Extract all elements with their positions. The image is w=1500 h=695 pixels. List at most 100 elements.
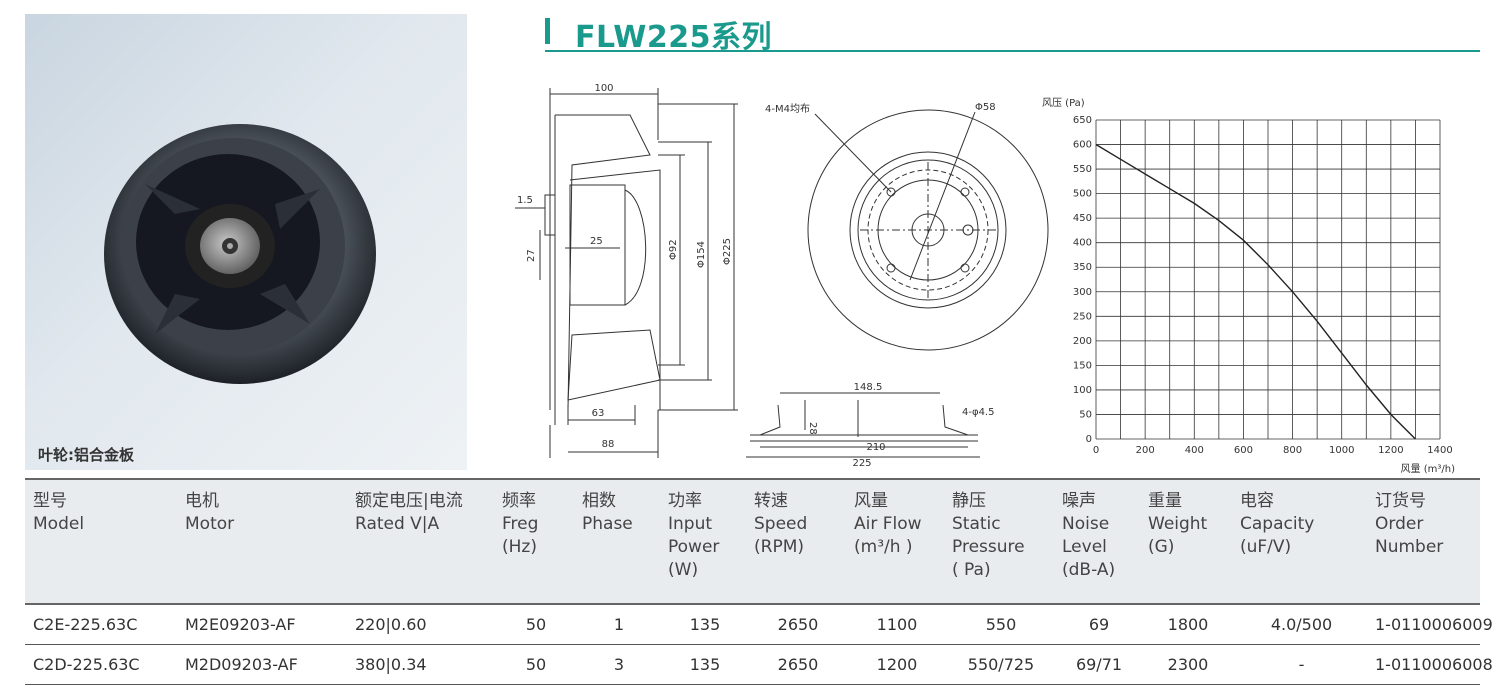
chart-y-tick-label: 600 xyxy=(1073,140,1092,151)
table-header-line: Noise xyxy=(1062,514,1110,534)
table-cell: 135 xyxy=(689,614,721,634)
chart-y-tick-label: 550 xyxy=(1073,164,1092,175)
table-header-cell: 风量 Air Flow (m³/h ) xyxy=(846,479,944,604)
table-cell: 4.0/500 xyxy=(1270,614,1333,634)
page-title: FLW225系列 xyxy=(575,20,772,55)
chart-y-tick-label: 650 xyxy=(1073,115,1092,126)
table-cell: C2D-225.63C xyxy=(33,654,140,674)
dim-flange-225: 225 xyxy=(852,458,871,469)
chart-y-tick-label: 450 xyxy=(1073,213,1092,224)
flange-profile-drawing: 148.5 28 4-φ4.5 210 225 xyxy=(746,382,994,469)
table-cell: M2D09203-AF xyxy=(185,654,298,674)
chart-y-tick-label: 500 xyxy=(1073,189,1092,200)
chart-grid xyxy=(1095,119,1441,440)
dim-diameter-92: Φ92 xyxy=(668,239,679,260)
table-cell: 550 xyxy=(985,614,1017,634)
table-header-line: Rated V|A xyxy=(355,514,440,534)
table-header-line: Static xyxy=(952,514,1001,534)
table-cell: M2E09203-AF xyxy=(185,614,296,634)
table-cell: 50 xyxy=(525,654,547,674)
chart-y-axis-label: 风压 (Pa) xyxy=(1042,97,1085,109)
chart-x-tick-label: 1400 xyxy=(1427,445,1452,456)
table-header-line: Level xyxy=(1062,537,1107,557)
chart-y-tick-label: 100 xyxy=(1073,385,1092,396)
table-header-line: Air Flow xyxy=(854,514,922,534)
fan-impeller-image xyxy=(104,124,376,384)
dim-hub-27: 27 xyxy=(526,249,537,262)
hub-diameter-label: Φ58 xyxy=(975,102,996,113)
table-header-line: 电机 xyxy=(185,491,219,511)
dim-diameter-154: Φ154 xyxy=(696,241,707,268)
table-header-cell: 转速 Speed (RPM) xyxy=(746,479,846,604)
table-header-line: (m³/h ) xyxy=(854,537,913,557)
table-header-line: 静压 xyxy=(952,491,986,511)
table-cell: 2300 xyxy=(1167,654,1209,674)
title-divider xyxy=(545,50,1480,52)
table-header-cell: 电机 Motor xyxy=(177,479,347,604)
table-cell: 3 xyxy=(613,654,625,674)
table-cell: 550/725 xyxy=(967,654,1035,674)
table-header-line: 功率 xyxy=(668,491,702,511)
table-header-line: Freg xyxy=(502,514,539,534)
table-cell: 2650 xyxy=(777,654,819,674)
table-header-line: (RPM) xyxy=(754,537,804,557)
table-cell: 380|0.34 xyxy=(355,654,427,674)
title-accent-bar xyxy=(545,18,550,44)
table-cell: 1-0110006009 xyxy=(1375,614,1493,634)
table-cell: - xyxy=(1298,654,1305,674)
table-cell: 1 xyxy=(613,614,625,634)
chart-series-line xyxy=(1095,143,1416,440)
dim-flange-210: 210 xyxy=(866,442,885,453)
chart-y-tick-label: 250 xyxy=(1073,311,1092,322)
table-header-line: Weight xyxy=(1148,514,1208,534)
table-cell: 69 xyxy=(1088,614,1110,634)
table-cell: 1-0110006008 xyxy=(1375,654,1493,674)
table-header-line: 风量 xyxy=(854,491,888,511)
table-header-line: Input xyxy=(668,514,713,534)
table-header-line: (Hz) xyxy=(502,537,537,557)
dim-inlet-63: 63 xyxy=(592,408,605,419)
table-header-line: Power xyxy=(668,537,720,557)
chart-y-tick-label: 0 xyxy=(1086,434,1092,445)
chart-y-tick-label: 400 xyxy=(1073,238,1092,249)
dim-flange-height-28: 28 xyxy=(807,422,818,435)
series-title-block: FLW225系列 xyxy=(545,8,1480,55)
table-header-line: (W) xyxy=(668,560,699,580)
table-header-line: Model xyxy=(33,514,85,534)
table-header-line: 订货号 xyxy=(1375,491,1426,511)
dim-width-100: 100 xyxy=(594,83,613,94)
table-header-line: Motor xyxy=(185,514,235,534)
table-header-line: ( Pa) xyxy=(952,560,991,580)
chart-x-tick-label: 1200 xyxy=(1378,445,1403,456)
chart-y-tick-label: 50 xyxy=(1079,409,1092,420)
table-cell: 69/71 xyxy=(1075,654,1123,674)
chart-y-tick-label: 150 xyxy=(1073,360,1092,371)
chart-x-tick-label: 400 xyxy=(1185,445,1204,456)
dim-flange-thickness: 1.5 xyxy=(517,195,533,206)
table-header-line: 转速 xyxy=(754,491,788,511)
photo-caption: 叶轮:铝合金板 xyxy=(38,446,134,464)
table-header-cell: 型号 Model xyxy=(25,479,177,604)
table-header-line: 型号 xyxy=(33,491,67,511)
chart-y-tick-label: 300 xyxy=(1073,287,1092,298)
chart-y-tick-label: 200 xyxy=(1073,336,1092,347)
table-cell: 1800 xyxy=(1167,614,1209,634)
table-header-line: Speed xyxy=(754,514,808,534)
table-header-line: Phase xyxy=(582,514,633,534)
dim-motor-25: 25 xyxy=(590,236,603,247)
table-header-line: Number xyxy=(1375,537,1444,557)
